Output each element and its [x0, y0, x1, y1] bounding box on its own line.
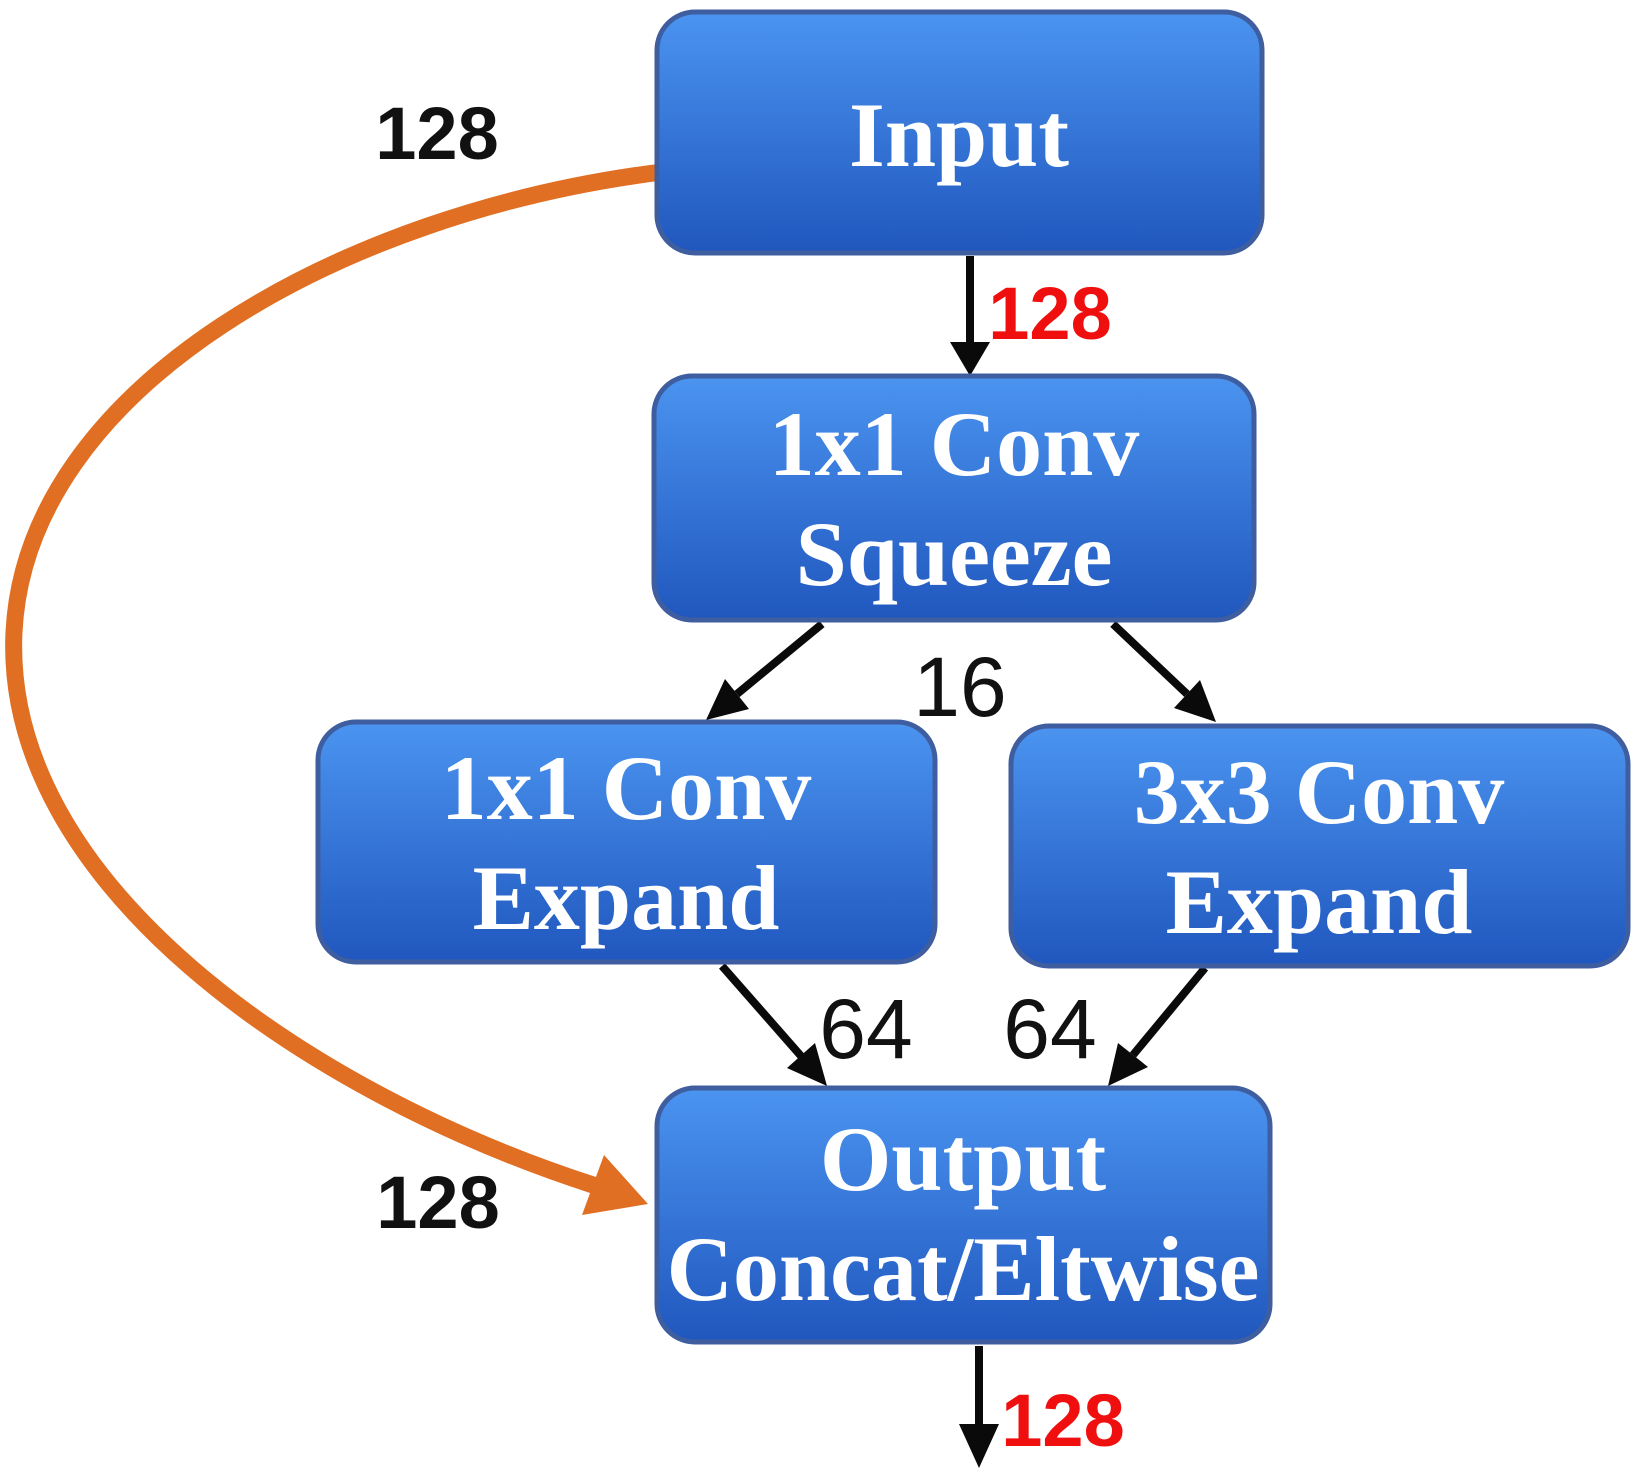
edge-squeeze-to-expand1 — [706, 620, 825, 720]
node-expand1-box — [315, 719, 938, 965]
label-bypass-bottom-128: 128 — [376, 1161, 499, 1244]
edge-expand3-to-output-shaft — [1129, 965, 1209, 1058]
node-expand3-label-line1: 3x3 Conv — [1134, 741, 1505, 843]
node-expand1-label-line2: Expand — [473, 847, 780, 949]
edge-output-out — [959, 1346, 999, 1468]
node-expand1-label-line1: 1x1 Conv — [441, 737, 812, 839]
node-squeeze-label-line1: 1x1 Conv — [769, 393, 1140, 495]
skip-connection-curve — [5, 163, 671, 1194]
node-expand3-label-line2: Expand — [1166, 851, 1473, 953]
label-squeeze-channels-16: 16 — [913, 640, 1006, 734]
label-input-channels-128: 128 — [988, 272, 1111, 355]
label-expand1-channels-64: 64 — [819, 982, 912, 1076]
down-arrowhead-icon — [950, 342, 990, 376]
edge-expand1-to-output — [718, 963, 827, 1086]
down-right-arrowhead-icon — [787, 1043, 827, 1086]
node-expand3: 3x3 Conv Expand — [1008, 723, 1631, 969]
node-expand1: 1x1 Conv Expand — [315, 719, 938, 965]
edge-expand3-to-output — [1108, 965, 1209, 1086]
down-left-arrowhead-icon — [1108, 1043, 1148, 1086]
label-expand3-channels-64: 64 — [1003, 982, 1096, 1076]
skip-connection-arrowhead-icon — [582, 1155, 648, 1215]
node-squeeze: 1x1 Conv Squeeze — [651, 373, 1257, 623]
skip-connection-edge — [5, 163, 671, 1215]
edge-squeeze-to-expand3 — [1110, 621, 1216, 722]
edge-squeeze-to-expand3-shaft — [1110, 621, 1190, 697]
edge-squeeze-to-expand1-shaft — [734, 620, 825, 698]
label-bypass-top-128: 128 — [375, 92, 498, 175]
node-output: Output Concat/Eltwise — [654, 1085, 1273, 1345]
node-squeeze-box — [651, 373, 1257, 623]
node-input-label: Input — [849, 84, 1069, 186]
down-right-arrowhead-icon — [1174, 680, 1216, 722]
node-output-box — [654, 1085, 1273, 1345]
edge-input-to-squeeze — [950, 256, 990, 376]
node-input: Input — [654, 9, 1265, 256]
node-expand3-box — [1008, 723, 1631, 969]
node-output-label-line2: Concat/Eltwise — [667, 1218, 1260, 1320]
down-arrowhead-icon — [959, 1424, 999, 1468]
node-output-label-line1: Output — [820, 1108, 1107, 1210]
node-input-box — [654, 9, 1265, 256]
label-output-channels-128: 128 — [1001, 1379, 1124, 1462]
down-left-arrowhead-icon — [706, 679, 749, 720]
node-squeeze-label-line2: Squeeze — [796, 503, 1113, 605]
edge-expand1-to-output-shaft — [718, 963, 805, 1059]
